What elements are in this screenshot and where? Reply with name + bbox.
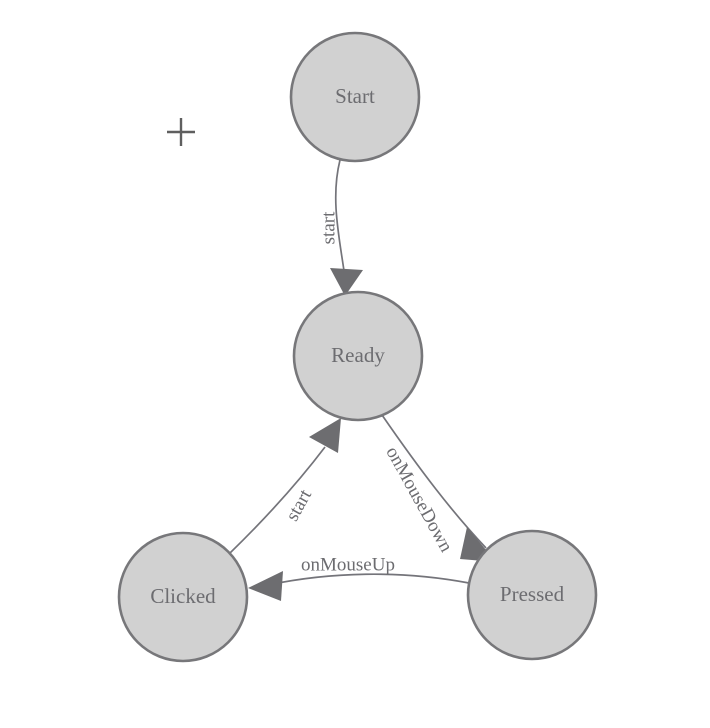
edge-clicked-to-ready-arrowhead (309, 418, 341, 453)
edge-start-to-ready-path (334, 159, 346, 279)
node-clicked-label: Clicked (150, 584, 216, 608)
edge-pressed-to-clicked-arrowhead (248, 571, 283, 601)
node-ready-label: Ready (331, 343, 385, 367)
node-pressed-circle (466, 529, 598, 661)
node-start[interactable]: Start (289, 31, 421, 163)
edge-pressed-to-clicked-label: onMouseUp (301, 554, 395, 575)
node-pressed-label: Pressed (500, 582, 565, 606)
node-ready-circle (292, 290, 424, 422)
node-start-label: Start (335, 84, 375, 108)
node-clicked-circle (117, 531, 249, 663)
node-start-circle (289, 31, 421, 163)
edge-start-to-ready[interactable]: start (318, 159, 363, 296)
node-ready[interactable]: Ready (292, 290, 424, 422)
edge-clicked-to-ready-label: start (282, 485, 317, 524)
edge-clicked-to-ready-path (229, 446, 326, 554)
node-clicked[interactable]: Clicked (117, 531, 249, 663)
crosshair-icon (167, 118, 195, 146)
node-pressed[interactable]: Pressed (466, 529, 598, 661)
edge-ready-to-pressed-path (381, 414, 487, 549)
edge-ready-to-pressed-label: onMouseDown (381, 443, 456, 556)
edge-ready-to-pressed[interactable]: onMouseDown (381, 414, 496, 562)
edge-pressed-to-clicked[interactable]: onMouseUp (248, 554, 470, 601)
edge-start-to-ready-arrowhead (330, 268, 363, 296)
edge-clicked-to-ready[interactable]: start (229, 418, 341, 554)
edge-start-to-ready-label: start (318, 211, 339, 244)
edge-pressed-to-clicked-path (267, 573, 470, 586)
